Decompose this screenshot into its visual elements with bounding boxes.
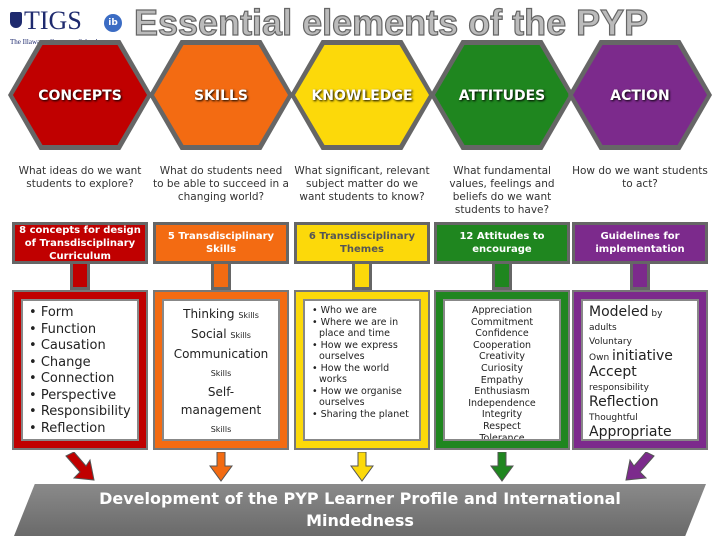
attitude-item: Tolerance: [479, 432, 525, 441]
action-line: Accept responsibility: [589, 364, 649, 393]
attitude-item: Integrity: [481, 409, 523, 421]
guiding-question: What significant, relevant subject matte…: [294, 165, 430, 203]
content-box: FormFunctionCausationChangeConnectionPer…: [12, 290, 148, 450]
attitude-item: Curiosity: [481, 362, 523, 374]
learner-profile-banner: Development of the PYP Learner Profile a…: [14, 484, 706, 536]
arrow-down-icon: [209, 452, 233, 482]
theme-item: Sharing the planet: [311, 409, 413, 421]
theme-item: Who we are: [311, 305, 413, 317]
ib-logo-icon: ib: [104, 14, 122, 32]
heading: CONCEPTS: [38, 88, 122, 104]
guiding-question: How do we want students to act?: [572, 165, 708, 190]
content-box: Who we areWhere we are in place and time…: [294, 290, 430, 450]
theme-item: How we express ourselves: [311, 340, 413, 363]
connector: [492, 264, 512, 290]
action-line: Modeled by adults: [589, 304, 663, 333]
guiding-question: What ideas do we want students to explor…: [18, 165, 142, 190]
arrow-down-icon: [65, 452, 95, 481]
category-label: 6 Transdisciplinary Themes: [294, 222, 430, 264]
skill-item: Self-management Skills: [180, 385, 262, 434]
concept-item: Responsibility: [29, 404, 131, 421]
attitude-item: Creativity: [479, 351, 525, 363]
connector: [70, 264, 90, 290]
skill-item: Social Skills: [191, 327, 251, 341]
skill-item: Communication Skills: [173, 347, 269, 378]
skill-item: Thinking Skills: [183, 307, 259, 321]
action-line: Reflection: [589, 394, 659, 410]
content-box: Modeled by adults Voluntary Own initiati…: [572, 290, 708, 450]
guiding-question: What fundamental values, feelings and be…: [449, 165, 555, 216]
arrow-down-icon: [350, 452, 374, 482]
concept-item: Perspective: [29, 388, 131, 405]
concept-item: Change: [29, 355, 131, 372]
arrow-down-icon: [490, 452, 514, 482]
theme-item: How the world works: [311, 363, 413, 386]
action-line: Own initiative: [589, 348, 673, 364]
attitude-item: Enthusiasm: [474, 386, 530, 398]
attitude-item: Appreciation: [472, 305, 532, 316]
category-label: 8 concepts for design of Transdisciplina…: [12, 222, 148, 264]
puzzle-piece-skills: SKILLS: [149, 40, 293, 150]
heading: ACTION: [610, 88, 670, 104]
logo-text: TIGS: [24, 6, 82, 35]
attitude-item: Confidence: [475, 328, 529, 340]
attitude-item: Independence: [468, 397, 536, 409]
connector: [630, 264, 650, 290]
attitude-item: Commitment: [470, 316, 534, 328]
crest-icon: [10, 12, 22, 28]
skill-item: Research Skills: [170, 439, 272, 441]
theme-item: How we organise ourselves: [311, 386, 413, 409]
heading: KNOWLEDGE: [311, 88, 413, 104]
heading: SKILLS: [193, 88, 249, 104]
category-label: Guidelines for implementation: [572, 222, 708, 264]
puzzle-piece-concepts: CONCEPTS: [8, 40, 152, 150]
category-label: 5 Transdisciplinary Skills: [153, 222, 289, 264]
puzzle-piece-attitudes: ATTITUDES: [430, 40, 574, 150]
page-title: Essential elements of the PYP: [133, 1, 649, 43]
guiding-question: What do students need to be able to succ…: [153, 165, 289, 203]
concept-item: Reflection: [29, 421, 131, 438]
concept-item: Causation: [29, 338, 131, 355]
heading: ATTITUDES: [458, 88, 546, 104]
puzzle-piece-knowledge: KNOWLEDGE: [290, 40, 434, 150]
concept-item: Connection: [29, 371, 131, 388]
concept-item: Form: [29, 305, 131, 322]
action-line: Thoughtful: [589, 413, 638, 423]
arrow-down-icon: [625, 452, 655, 481]
puzzle-piece-action: ACTION: [568, 40, 712, 150]
connector: [352, 264, 372, 290]
category-label: 12 Attitudes to encourage: [434, 222, 570, 264]
action-line: Voluntary: [589, 337, 632, 347]
attitude-item: Respect: [483, 420, 521, 432]
connector: [211, 264, 231, 290]
theme-item: Where we are in place and time: [311, 317, 413, 340]
attitude-item: Empathy: [480, 374, 524, 386]
attitude-item: Cooperation: [472, 339, 532, 351]
concept-item: Function: [29, 322, 131, 339]
action-line: Appropriate: [589, 424, 672, 440]
